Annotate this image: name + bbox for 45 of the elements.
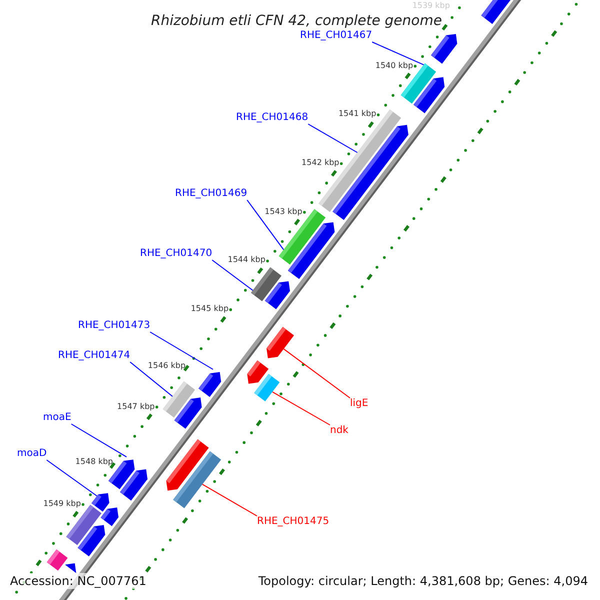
footer-text: Topology: circular; Length: 4,381,608 bp; Genes: 4,094 (256, 573, 590, 589)
gene-label: RHE_CH01467 (300, 30, 372, 42)
gene-bar (173, 451, 222, 508)
position-label: 1547 kbp (117, 402, 155, 411)
footer-text: Accession: NC_007761 (8, 573, 148, 589)
gene-pentagon (288, 222, 335, 279)
gene-bar (254, 374, 280, 402)
gene-bar (46, 549, 68, 571)
position-label: 1540 kbp (375, 62, 414, 70)
gene-label: RHE_CH01474 (58, 350, 130, 362)
gene-pentagon (174, 398, 202, 429)
gene-pentagon (264, 281, 290, 310)
leader-line (272, 391, 330, 426)
gene-pentagon (414, 77, 445, 114)
gene-label: moaD (17, 448, 47, 460)
position-label: 1544 kbp (228, 256, 266, 264)
gene-label: RHE_CH01469 (175, 188, 248, 200)
gene-pentagon (198, 372, 222, 397)
position-label: 1548 kbp (75, 458, 113, 466)
position-label: 1546 kbp (148, 362, 186, 370)
gene-pentagon (481, 0, 512, 24)
gene-label: RHE_CH01475 (257, 516, 330, 528)
gene-label: ndk (330, 425, 348, 437)
gene-label: RHE_CH01470 (140, 248, 212, 260)
position-label: 1549 kbp (43, 500, 81, 508)
position-label: 1541 kbp (338, 110, 376, 118)
leader-line (130, 362, 173, 397)
gene-pentagon (78, 525, 106, 556)
position-label: 1542 kbp (302, 159, 340, 168)
leader-line (372, 42, 424, 66)
gene-pentagon (266, 326, 294, 358)
leader-line (283, 348, 350, 398)
leader-line (202, 484, 258, 516)
gene-pentagon (120, 469, 148, 501)
position-label: 1543 kbp (264, 208, 302, 216)
leader-line (212, 260, 254, 291)
gene-label: RHE_CH01468 (236, 112, 308, 124)
title: Rhizobium etli CFN 42, complete genome (151, 13, 442, 29)
position-label: 1545 kbp (190, 305, 229, 314)
gene-pentagon (100, 508, 118, 526)
gene-pentagon (431, 34, 458, 64)
gene-label: moaE (43, 412, 72, 424)
gene-label: RHE_CH01473 (78, 320, 150, 332)
gene-label: ligE (350, 398, 368, 410)
leader-line (150, 332, 214, 370)
